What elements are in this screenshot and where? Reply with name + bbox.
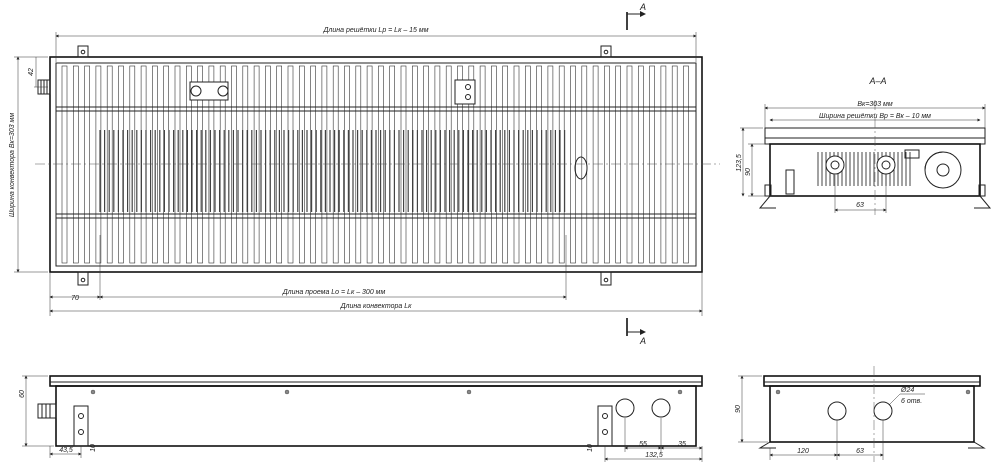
grille-slat	[649, 65, 655, 264]
dim-convector-length: Длина конвектора Lк	[340, 303, 413, 310]
grille-slat	[231, 65, 237, 264]
side-view: 60 43,5 10 10 55 35 132,5	[19, 375, 703, 462]
grille-slat	[344, 65, 350, 264]
dim-opening-length: Длина проема Lо = Lк – 300 мм	[282, 289, 386, 296]
dim-35: 35	[678, 441, 686, 448]
grille-slat	[626, 65, 633, 264]
grille-slat	[253, 65, 260, 264]
dim-grille-width: Ширина решётки Вр = Вк – 10 мм	[819, 113, 931, 120]
dim-10b: 10	[587, 444, 594, 452]
connection-hole	[651, 398, 671, 418]
mount-lug	[77, 271, 89, 286]
grille-slat	[197, 65, 203, 264]
grille-slat	[524, 65, 531, 264]
dim-63-end: 63	[856, 448, 864, 455]
air-vent	[454, 79, 476, 105]
grille-slat	[423, 65, 429, 264]
dim-width: Ширина конвектора Bк=303 мм	[9, 113, 16, 218]
grille-slat	[174, 65, 181, 264]
bracket	[73, 405, 89, 447]
dim-120: 120	[797, 448, 809, 455]
mount-lug	[600, 271, 612, 286]
grille-slat	[457, 65, 463, 264]
grille-slat	[106, 65, 113, 264]
dim-43: 43,5	[59, 447, 73, 454]
grille-slat	[479, 65, 486, 264]
section-title: A–A	[868, 76, 886, 86]
grille-slat	[660, 65, 667, 264]
dim-55: 55	[639, 441, 647, 448]
dim-132: 132,5	[645, 452, 663, 459]
convector-outline	[49, 56, 703, 273]
grille-slat	[581, 65, 588, 264]
grille-slat	[570, 65, 576, 264]
mount-lug	[77, 45, 89, 58]
dim-90: 90	[745, 168, 752, 176]
grille-slat	[298, 65, 305, 264]
grille-slat	[152, 65, 158, 264]
body-side	[55, 385, 697, 447]
grille-slat	[355, 65, 362, 264]
grille-end	[763, 375, 981, 387]
grille-slat	[604, 65, 610, 264]
grille-slat	[671, 65, 678, 264]
grille-slat	[547, 65, 554, 264]
end-view: 90 Ø24 6 отв. 120 63	[735, 366, 986, 462]
grille-slat	[73, 65, 79, 264]
grille-slat	[683, 65, 689, 264]
grille-slat	[321, 65, 328, 264]
grille-side	[49, 375, 703, 387]
grille-slat	[400, 65, 407, 264]
fan-outline	[574, 156, 588, 180]
grille-slats	[61, 65, 689, 264]
grille-slat	[95, 65, 102, 264]
mount-lug	[600, 45, 612, 58]
dim-holes: 6 отв.	[901, 398, 922, 405]
grille-slat	[445, 65, 452, 264]
dim-123: 123,5	[736, 154, 743, 172]
connection-hole	[615, 398, 635, 418]
dim-diameter: Ø24	[900, 387, 914, 394]
grille-slat	[208, 65, 215, 264]
dim-grille-length: Длина решётки Lр = Lк – 15 мм	[323, 27, 429, 34]
dim-63: 63	[856, 202, 864, 209]
dim-42: 42	[28, 68, 35, 76]
grille-slat	[276, 65, 283, 264]
bracket	[597, 405, 613, 447]
section-mark-top: A	[639, 2, 646, 12]
dim-10a: 10	[90, 444, 97, 452]
section-mark-bottom: A	[639, 336, 646, 346]
pipe	[825, 155, 845, 175]
grille-slat	[84, 65, 90, 264]
dim-bk: Вк=303 мм	[857, 101, 892, 108]
grille-slat	[502, 65, 509, 264]
grille-slat	[615, 65, 622, 264]
dim-90-end: 90	[735, 405, 742, 413]
plan-view: Длина решётки Lр = Lк – 15 мм 70 Длина п…	[9, 2, 720, 346]
section-view: A–A Вк=303 мм Ширина решётки Вр = Вк – 1…	[736, 76, 992, 215]
grille-slat	[592, 65, 599, 264]
dim-60: 60	[19, 390, 26, 398]
grille-slat	[61, 65, 68, 264]
grille-slat	[468, 65, 475, 264]
grille-slat	[129, 65, 136, 264]
body-end	[769, 385, 975, 443]
dim-70: 70	[71, 295, 79, 302]
valve-block	[189, 81, 229, 101]
grille-slat	[637, 65, 644, 264]
hole	[827, 401, 847, 421]
heat-exchanger-fins	[99, 130, 566, 212]
inlet-side	[37, 403, 57, 419]
pipe	[876, 155, 896, 175]
grille-slat	[378, 65, 384, 264]
grille-slat	[332, 65, 339, 264]
grille-slat	[186, 65, 192, 264]
